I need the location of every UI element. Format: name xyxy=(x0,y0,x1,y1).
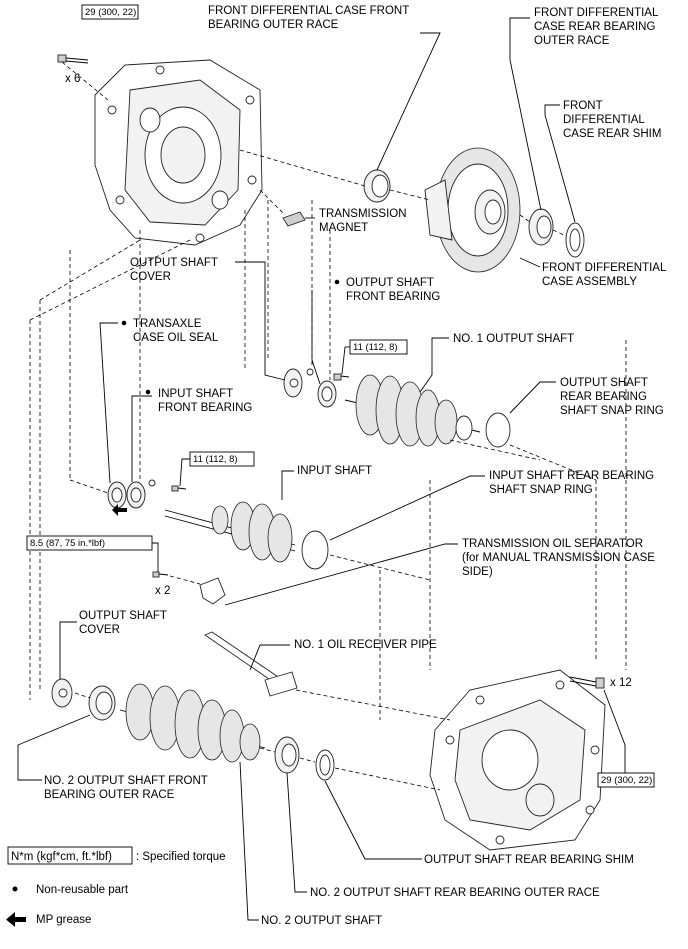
output-rear-shim-inner xyxy=(319,754,331,776)
label-front-diff-rear-shim-1: FRONT xyxy=(563,100,603,112)
label-front-diff-rear-race-3: OUTER RACE xyxy=(534,35,610,47)
label-front-diff-assembly-1: FRONT DIFFERENTIAL xyxy=(542,262,667,274)
transmission-magnet-drawing xyxy=(282,211,306,227)
separator-bolt-drawing xyxy=(152,571,169,578)
torque-case-bottom: 29 (300, 22) xyxy=(601,775,652,786)
label-transmission-magnet-2: MAGNET xyxy=(319,222,368,234)
label-output-shaft-cover-top-2: COVER xyxy=(130,271,171,283)
torque-box-case-top xyxy=(81,4,139,20)
label-transmission-magnet-1: TRANSMISSION xyxy=(319,208,407,220)
non-reusable-dot-icon xyxy=(12,886,18,892)
label-input-rear-snap-1: INPUT SHAFT REAR BEARING xyxy=(489,470,654,482)
transaxle-oil-seal-inner xyxy=(111,487,123,503)
label-no2-front-race-2: BEARING OUTER RACE xyxy=(44,789,175,801)
output-shaft-cover-top-hole xyxy=(289,378,299,388)
label-front-diff-rear-shim-2: DIFFERENTIAL xyxy=(563,114,645,126)
output-shaft-cover-oring xyxy=(306,368,314,376)
label-no1-oil-receiver-pipe: NO. 1 OIL RECEIVER PIPE xyxy=(294,639,437,651)
label-output-shaft-front-bearing-2: FRONT BEARING xyxy=(346,291,440,303)
input-shaft-drawing xyxy=(164,501,296,563)
front-diff-front-race-inner xyxy=(371,174,389,198)
torque-case-top: 29 (300, 22) xyxy=(85,7,136,18)
label-input-rear-snap-2: SHAFT SNAP RING xyxy=(489,484,593,496)
label-front-diff-front-race-1: FRONT DIFFERENTIAL CASE FRONT xyxy=(208,5,409,17)
label-output-shaft-cover-bottom-2: COVER xyxy=(79,624,120,636)
label-input-shaft: INPUT SHAFT xyxy=(297,465,372,477)
label-front-diff-assembly-2: CASE ASSEMBLY xyxy=(542,276,637,288)
non-reusable-dot-icon xyxy=(145,389,151,395)
label-oil-separator-1: TRANSMISSION OIL SEPARATOR xyxy=(462,538,643,550)
torque-box-case-bottom xyxy=(597,772,655,788)
legend: N*m (kgf*cm, ft.*lbf) : Specified torque… xyxy=(6,846,226,927)
label-oil-separator-2: (for MANUAL TRANSMISSION CASE xyxy=(462,552,655,564)
torque-case-top-qty: x 6 xyxy=(65,73,80,85)
legend-torque-box-text: N*m (kgf*cm, ft.*lbf) xyxy=(11,851,112,863)
label-output-rear-snap-1: OUTPUT SHAFT xyxy=(560,377,648,389)
transaxle-case-drawing xyxy=(94,59,263,246)
non-reusable-dot-icon xyxy=(121,320,127,326)
non-reusable-dot-icon xyxy=(334,279,340,285)
input-bearing-bolt-drawing xyxy=(171,485,187,492)
label-output-rear-snap-2: REAR BEARING xyxy=(560,391,647,403)
label-input-front-bearing-2: FRONT BEARING xyxy=(158,402,252,414)
no2-front-race-inner xyxy=(95,691,113,715)
label-transaxle-oil-seal-2: CASE OIL SEAL xyxy=(133,332,219,344)
no1-output-shaft-drawing xyxy=(344,374,481,447)
label-front-diff-rear-race-1: FRONT DIFFERENTIAL xyxy=(534,7,659,19)
input-rear-snap-ring-drawing xyxy=(301,530,329,570)
front-diff-rear-shim-inner xyxy=(569,228,581,252)
torque-case-bottom-qty: x 12 xyxy=(610,677,632,689)
label-input-front-bearing-1: INPUT SHAFT xyxy=(158,388,233,400)
transmission-case-drawing xyxy=(429,669,606,851)
legend-torque-desc: : Specified torque xyxy=(136,851,226,863)
torque-separator-qty: x 2 xyxy=(155,585,170,597)
torque-separator: 8.5 (87, 75 in.*lbf) xyxy=(30,538,105,549)
case-bolt-bottom-drawing xyxy=(569,676,605,689)
output-bearing-bolt-drawing xyxy=(333,373,350,381)
leader-lines xyxy=(17,17,626,921)
label-no2-output-shaft: NO. 2 OUTPUT SHAFT xyxy=(261,915,382,927)
case-bolt-top-drawing xyxy=(57,54,89,64)
label-output-rear-snap-3: SHAFT SNAP RING xyxy=(560,405,664,417)
legend-non-reusable: Non-reusable part xyxy=(36,884,129,896)
torque-output-bearing: 11 (112, 8) xyxy=(353,342,398,353)
front-diff-assembly-drawing xyxy=(424,147,521,273)
no2-output-shaft-drawing xyxy=(119,683,266,763)
mp-grease-arrow-on-seal-icon xyxy=(112,504,127,516)
label-output-rear-shim: OUTPUT SHAFT REAR BEARING SHIM xyxy=(424,854,634,866)
label-output-shaft-front-bearing-1: OUTPUT SHAFT xyxy=(346,277,434,289)
label-output-shaft-cover-bottom-1: OUTPUT SHAFT xyxy=(79,610,167,622)
legend-mp-grease: MP grease xyxy=(36,914,91,926)
no2-rear-race-inner xyxy=(281,743,297,767)
torque-input-bearing: 11 (112, 8) xyxy=(193,454,238,465)
input-bearing-ring xyxy=(148,479,156,487)
label-no2-rear-race: NO. 2 OUTPUT SHAFT REAR BEARING OUTER RA… xyxy=(310,887,600,899)
oil-receiver-pipe-drawing xyxy=(204,631,298,697)
oil-separator-drawing xyxy=(199,577,226,605)
label-oil-separator-3: SIDE) xyxy=(462,566,493,578)
label-front-diff-front-race-2: BEARING OUTER RACE xyxy=(208,19,339,31)
label-front-diff-rear-shim-3: CASE REAR SHIM xyxy=(563,128,661,140)
mp-grease-arrow-icon xyxy=(6,912,26,927)
input-shaft-front-bearing-inner xyxy=(130,487,142,503)
label-output-shaft-cover-top-1: OUTPUT SHAFT xyxy=(130,257,218,269)
label-no1-output-shaft: NO. 1 OUTPUT SHAFT xyxy=(453,333,574,345)
label-no2-front-race-1: NO. 2 OUTPUT SHAFT FRONT xyxy=(44,775,208,787)
output-shaft-front-bearing-inner xyxy=(321,386,333,402)
front-diff-rear-race-inner xyxy=(536,215,552,239)
output-rear-snap-ring-drawing xyxy=(485,412,511,448)
alignment-lines xyxy=(29,61,627,791)
label-transaxle-oil-seal-1: TRANSAXLE xyxy=(133,318,202,330)
label-front-diff-rear-race-2: CASE REAR BEARING xyxy=(534,21,655,33)
output-shaft-cover-bottom-hole xyxy=(58,688,68,698)
legend-torque-box xyxy=(7,846,133,865)
